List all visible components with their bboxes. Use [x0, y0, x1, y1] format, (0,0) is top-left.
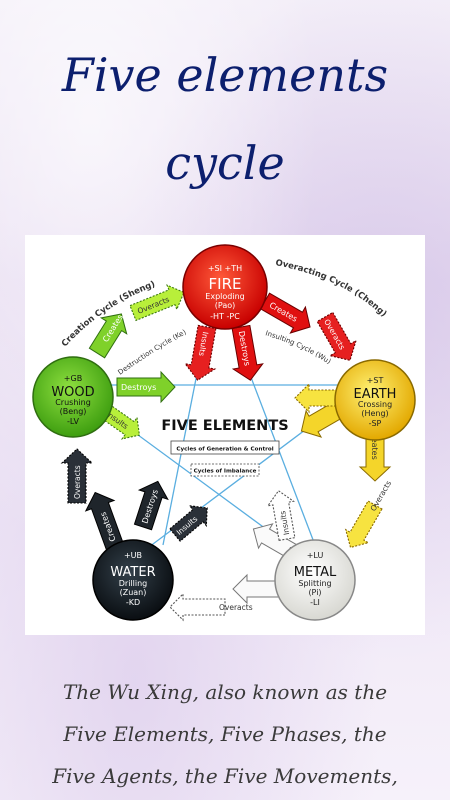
description-line2: Five Elements, Five Phases, the [63, 722, 387, 746]
earth-name: EARTH [354, 387, 397, 402]
destroys-arrow-wood-earth: Destroys [116, 370, 176, 404]
metal-method: Splitting [298, 579, 331, 588]
metal-node: +LU METAL Splitting (Pi) -LI [274, 539, 356, 621]
overacts-label: Overacts [219, 603, 253, 612]
fire-pinyin: (Pao) [215, 301, 236, 310]
insults-label: Insults [278, 510, 291, 536]
earth-node: +ST EARTH Crossing (Heng) -SP [334, 359, 416, 441]
water-method: Drilling [119, 579, 148, 588]
wood-name: WOOD [51, 385, 94, 400]
fire-node: +SI +TH FIRE Exploding (Pao) -HT -PC [182, 244, 268, 330]
metal-top: +LU [307, 551, 324, 560]
water-top: +UB [124, 551, 142, 560]
creates-arrow-water-wood: Creates [84, 491, 125, 551]
page-title-line2: cycle [165, 136, 285, 190]
fire-name: FIRE [209, 275, 242, 293]
metal-bottom: -LI [310, 598, 320, 607]
metal-name: METAL [294, 565, 337, 580]
description-line3: Five Agents, the Five Movements, [52, 764, 398, 788]
water-node: +UB WATER Drilling (Zuan) -KD [92, 539, 174, 621]
fire-method: Exploding [205, 292, 244, 301]
overacts-label: Overacts [73, 465, 82, 499]
legend-generation-box [170, 440, 280, 455]
overacts-label: Overacts [369, 479, 394, 513]
insults-arrow-metal-earth: Insults [266, 489, 296, 542]
wood-node: +GB WOOD Crushing (Beng) -LV [32, 356, 114, 438]
insults-arrow-water-fire: Insults [169, 505, 208, 542]
destruction-cycle-label: Destruction Cycle (Ke) [117, 328, 188, 377]
fire-bottom: -HT -PC [210, 312, 240, 321]
legend-imbalance-label: Cycles of Imbalance [194, 469, 257, 475]
water-name: WATER [110, 565, 155, 580]
wood-method: Crushing [55, 398, 91, 407]
earth-top: +ST [367, 376, 384, 385]
insults-label: Insults [197, 331, 210, 357]
description-line1: The Wu Xing, also known as the [62, 680, 388, 704]
insulting-cycle-label: Insulting Cycle (Wu) [264, 329, 332, 366]
center-title: FIVE ELEMENTS [161, 418, 288, 434]
creates-arrow-fire-earth: Creates [259, 292, 311, 334]
destroys-arrow-water-fire: Destroys [133, 480, 169, 531]
earth-bottom: -SP [369, 419, 382, 428]
earth-pinyin: (Heng) [361, 409, 388, 418]
overacts-arrow-earth-metal: Overacts [344, 479, 394, 549]
creates-label: Creates [370, 429, 379, 460]
water-pinyin: (Zuan) [120, 588, 147, 597]
overacts-arrow-metal-water: Overacts [169, 592, 253, 622]
page-title-line1: Five elements [61, 48, 389, 102]
metal-pinyin: (Pi) [308, 588, 321, 597]
wood-bottom: -LV [67, 417, 79, 426]
destroys-arrow-fire-metal: Destroys [231, 324, 264, 381]
wood-pinyin: (Beng) [60, 407, 87, 416]
earth-method: Crossing [358, 400, 392, 409]
water-bottom: -KD [126, 598, 140, 607]
destroys-label: Destroys [121, 383, 156, 392]
wood-top: +GB [64, 374, 82, 383]
insults-arrow-fire-wood: Insults [184, 324, 217, 381]
legend-generation-label: Cycles of Generation & Control [176, 447, 273, 453]
legend-imbalance-box [190, 463, 260, 477]
fire-top: +SI +TH [208, 264, 242, 273]
overacts-arrow-water-wood: Overacts [60, 448, 94, 504]
five-elements-diagram: Creation Cycle (Sheng) Overacting Cycle … [25, 235, 425, 635]
